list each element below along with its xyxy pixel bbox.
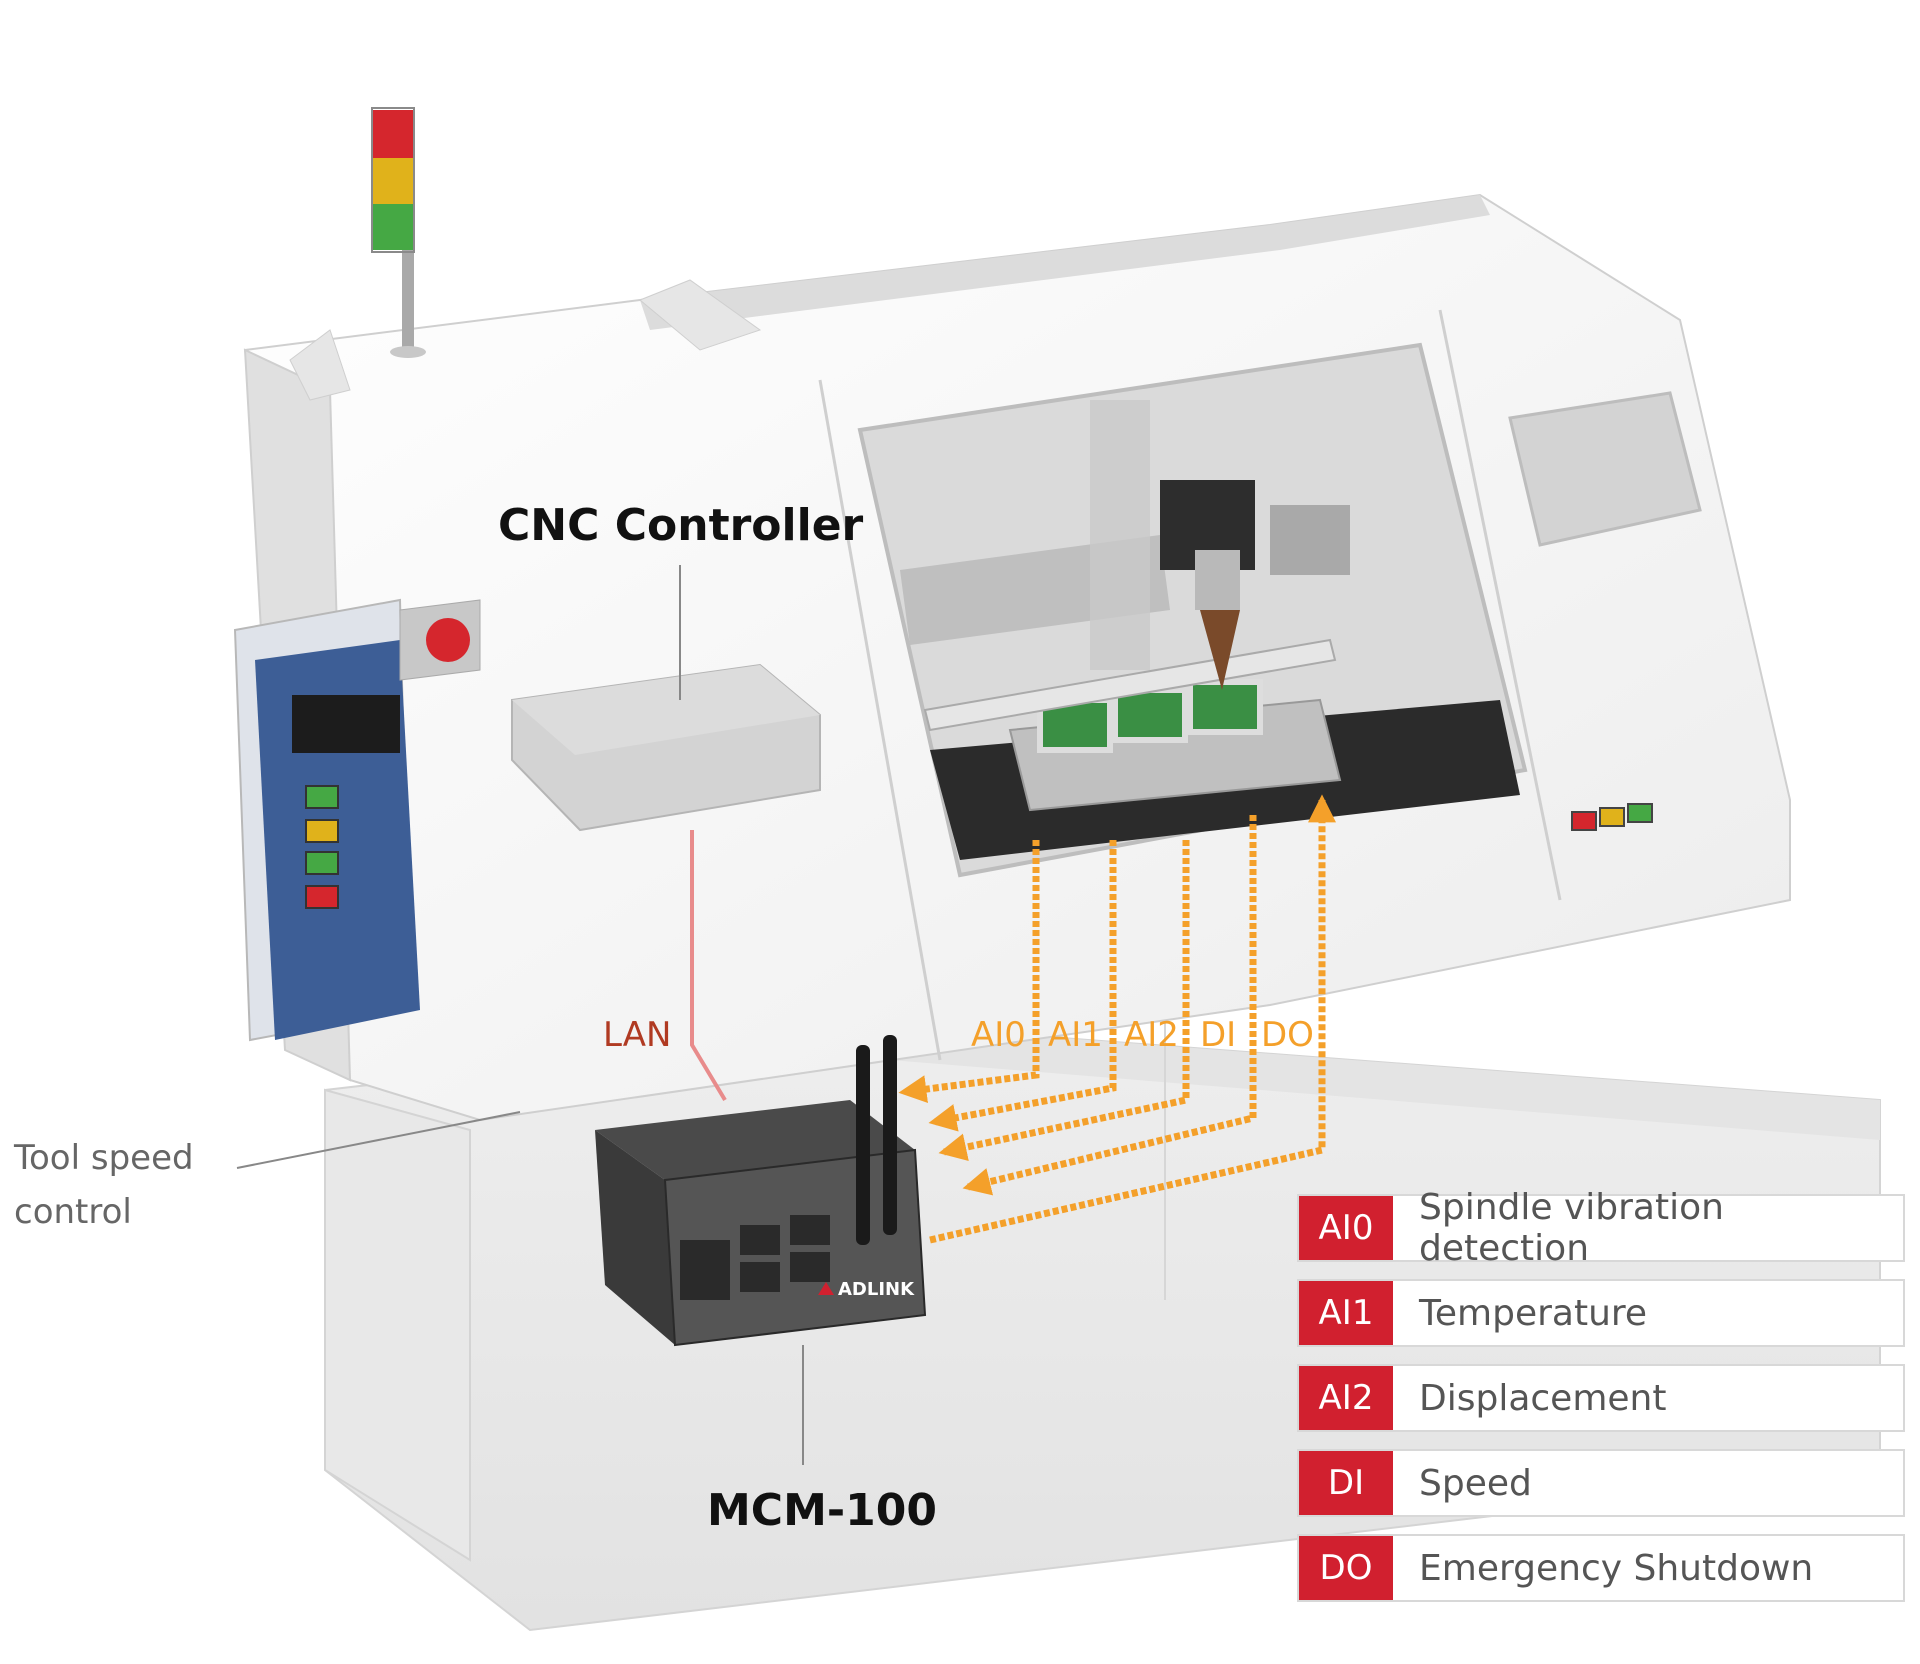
legend-row: DI Speed	[1297, 1449, 1905, 1517]
machine-window	[857, 342, 1528, 878]
device-brand: ADLINK	[838, 1279, 915, 1300]
status-light-green	[1627, 803, 1653, 823]
legend-code: AI0	[1299, 1196, 1393, 1260]
emergency-stop-icon	[426, 618, 470, 662]
legend-row: AI0 Spindle vibration detection	[1297, 1187, 1905, 1269]
panel-button-yellow	[305, 819, 339, 843]
lan-cable	[690, 830, 727, 1102]
panel-display	[292, 695, 400, 753]
tool-speed-line2: control	[14, 1192, 132, 1232]
signal-arrow-ai1	[928, 840, 1117, 1132]
signal-arrow-ai2	[938, 840, 1190, 1161]
signal-arrow-ai0	[898, 840, 1040, 1104]
mcm-100-label: MCM-100	[707, 1485, 937, 1536]
cnc-controller-label: CNC Controller	[498, 500, 864, 551]
signal-label-do: DO	[1261, 1015, 1314, 1055]
signal-arrow-di	[962, 815, 1257, 1196]
signal-arrow-do	[929, 794, 1336, 1244]
signal-label-ai0: AI0	[971, 1015, 1026, 1055]
panel-button-green	[305, 785, 339, 809]
antenna-icon	[883, 1035, 897, 1235]
legend-desc: Temperature	[1419, 1292, 1648, 1334]
legend-code: AI1	[1299, 1281, 1393, 1345]
antenna-icon	[856, 1045, 870, 1245]
signal-arrows	[898, 794, 1336, 1244]
cnc-controller-box	[511, 663, 821, 832]
legend-code: DI	[1299, 1451, 1393, 1515]
panel-button-green-2	[305, 851, 339, 875]
signal-legend: AI0 Spindle vibration detection AI1 Temp…	[1297, 1187, 1905, 1619]
tool-speed-label: Tool speed control	[14, 1131, 194, 1239]
mcm-100-device: ADLINK	[595, 1035, 927, 1347]
signal-tower-icon	[371, 107, 426, 358]
tool-speed-leader	[236, 1111, 521, 1169]
adlink-logo-icon	[818, 1282, 834, 1295]
tool-speed-line1: Tool speed	[14, 1138, 194, 1178]
signal-label-ai2: AI2	[1124, 1015, 1179, 1055]
signal-label-di: DI	[1200, 1015, 1237, 1055]
legend-row: DO Emergency Shutdown	[1297, 1534, 1905, 1602]
panel-button-red	[305, 885, 339, 909]
legend-desc: Emergency Shutdown	[1419, 1547, 1814, 1589]
lan-label: LAN	[603, 1015, 672, 1055]
status-light-yellow	[1599, 807, 1625, 827]
status-light-red	[1571, 811, 1597, 831]
legend-desc: Displacement	[1419, 1377, 1667, 1419]
legend-row: AI2 Displacement	[1297, 1364, 1905, 1432]
signal-label-ai1: AI1	[1048, 1015, 1103, 1055]
legend-code: AI2	[1299, 1366, 1393, 1430]
legend-desc: Spindle vibration detection	[1419, 1187, 1724, 1269]
operator-panel	[233, 598, 481, 1042]
legend-code: DO	[1299, 1536, 1393, 1600]
legend-desc: Speed	[1419, 1462, 1532, 1504]
legend-row: AI1 Temperature	[1297, 1279, 1905, 1347]
